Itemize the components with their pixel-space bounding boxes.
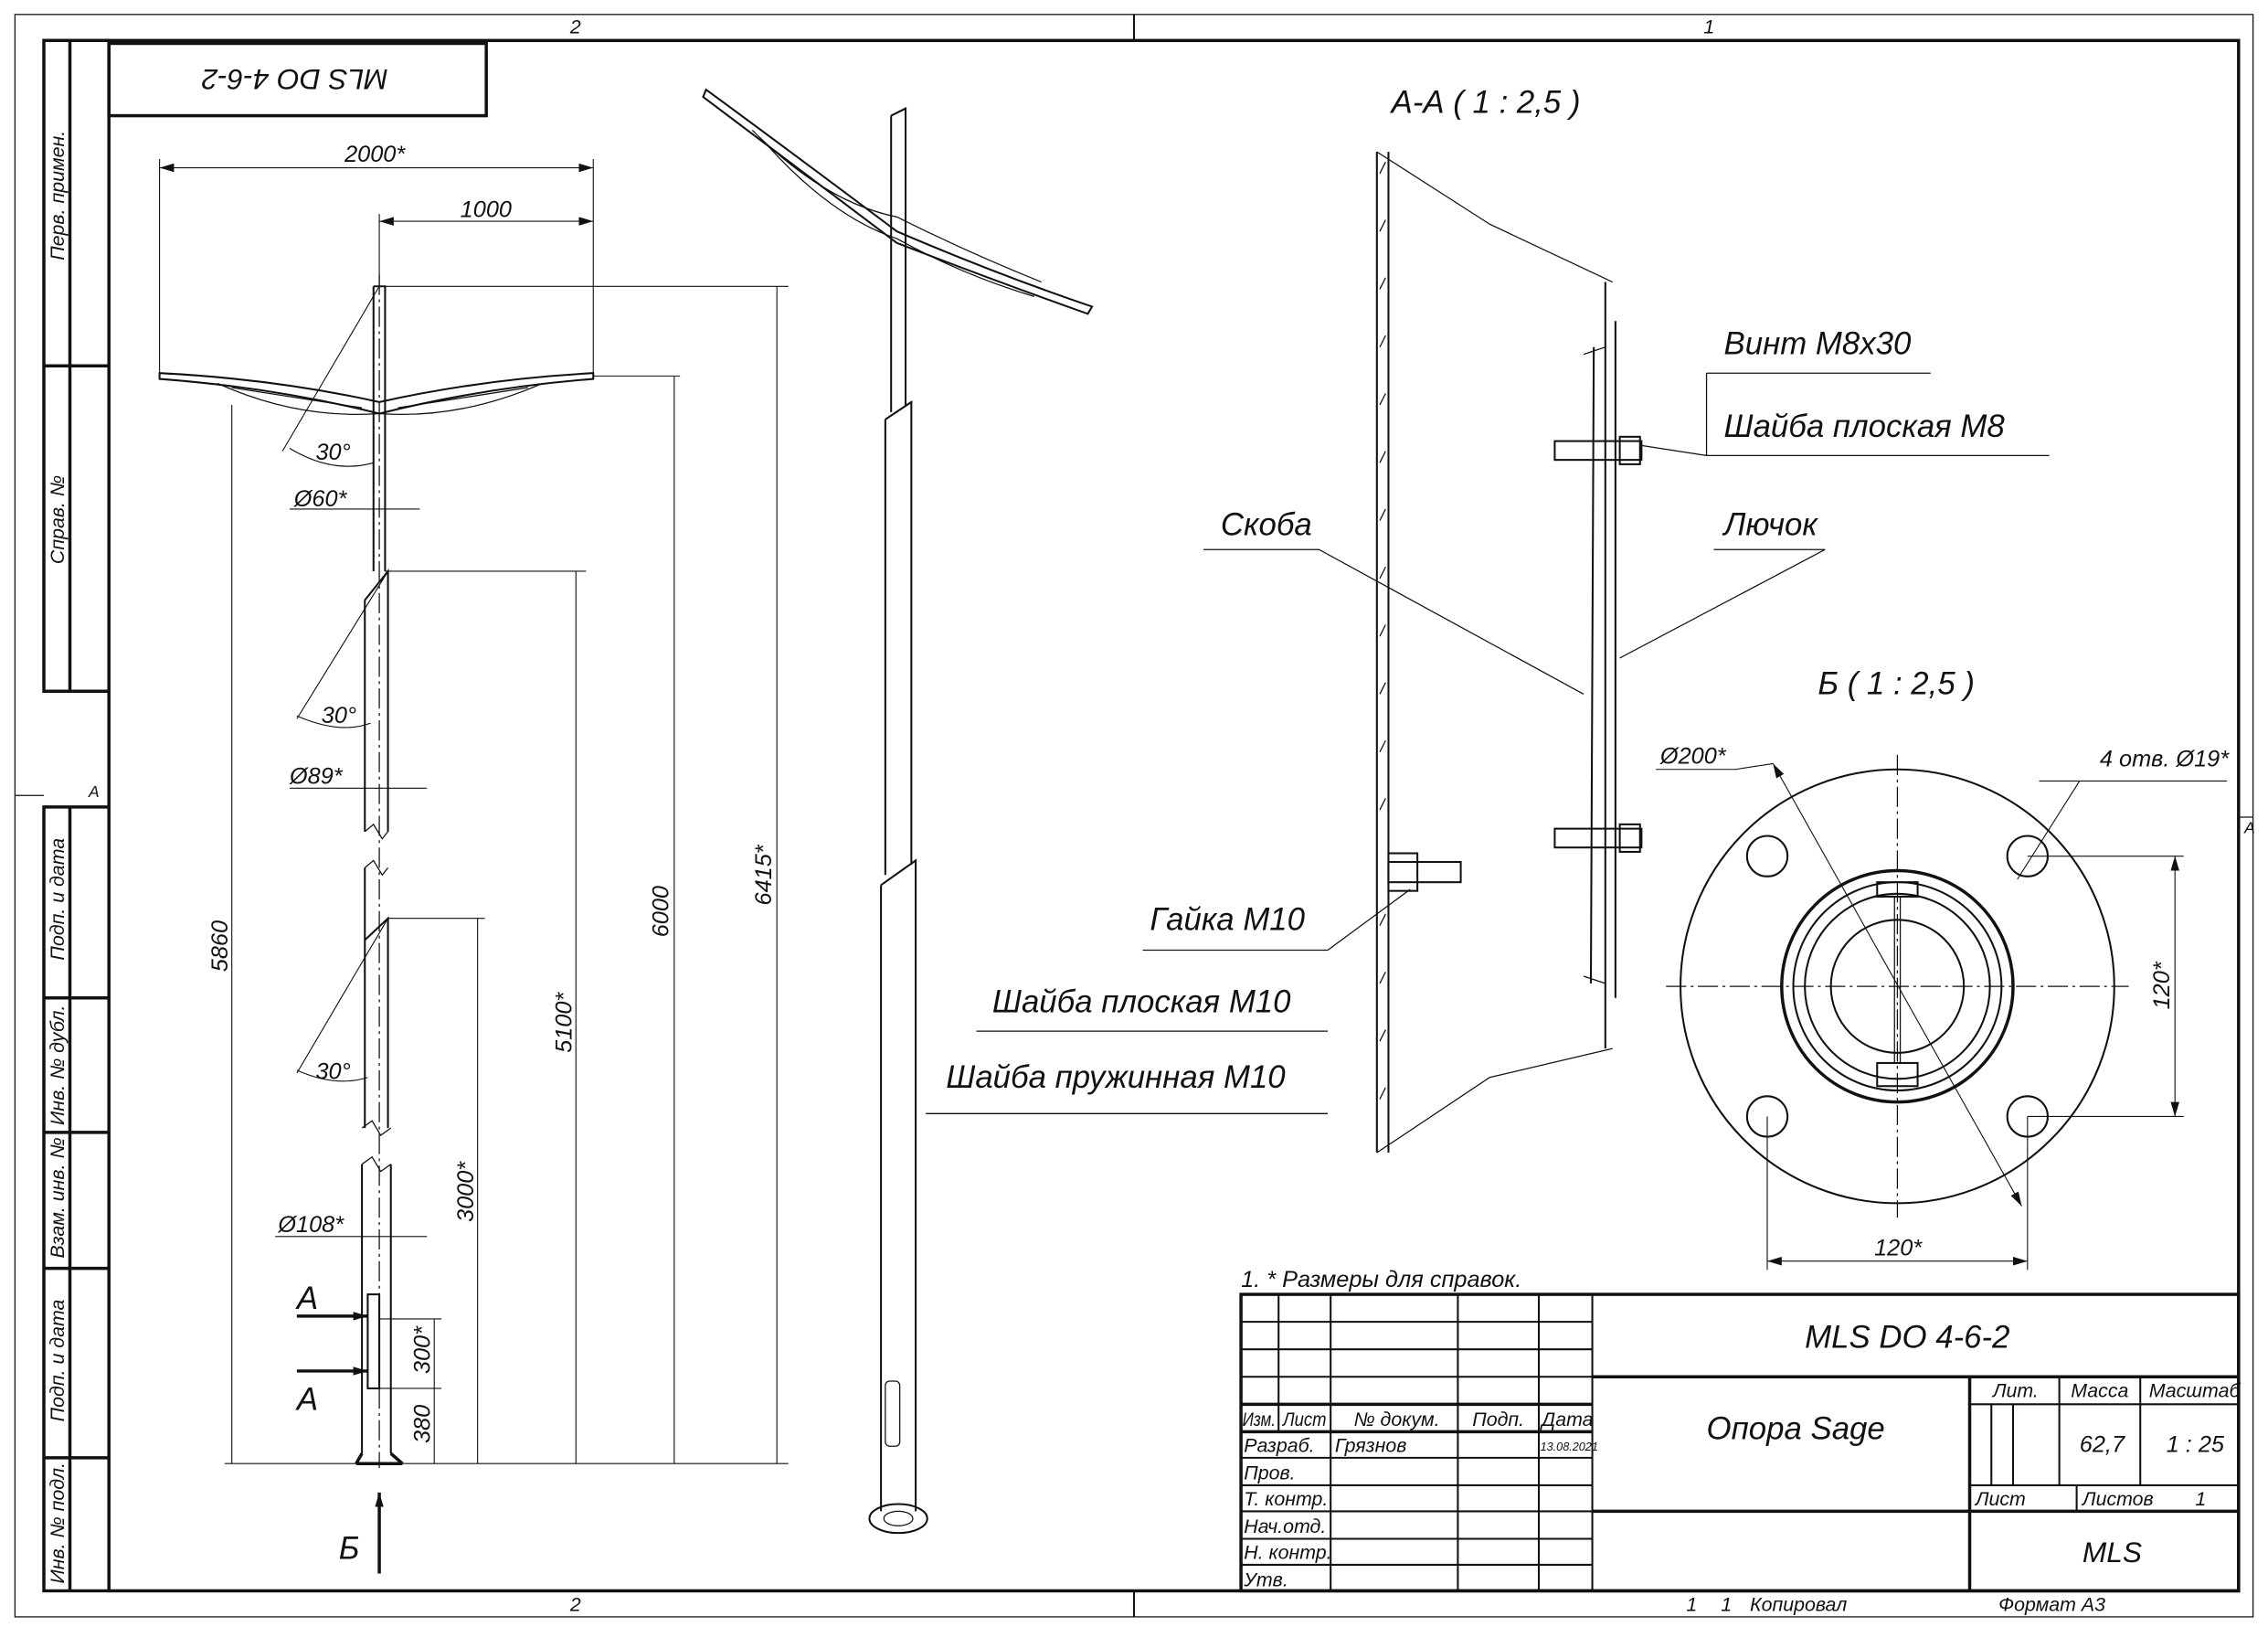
dim-d60: Ø60* [293,486,348,512]
section-aa-leaders [926,372,2050,1114]
tb-role-tcontr: Т. контр. [1244,1488,1328,1510]
tb-role-ncontr: Н. контр. [1244,1542,1331,1564]
title-block [1239,1292,2241,1593]
tb-developer: Грязнов [1335,1435,1406,1457]
tb-header-date: Дата [1540,1409,1593,1430]
tb-date: 13.08.2021 [1541,1441,1598,1453]
strip-label-inv-podl: Инв. № подл. [47,1462,69,1584]
tb-role-check: Пров. [1244,1462,1295,1484]
tb-sheets: 1 [2195,1488,2206,1510]
side-strip [42,38,110,1593]
callout-washer-m8: Шайба плоская М8 [1724,409,2006,444]
strip-label-podp2: Подп. и дата [47,1299,69,1421]
tb-mass-label: Масса [2071,1379,2128,1401]
footer-copied: Копировал [1750,1594,1847,1616]
tb-role-approve: Утв. [1243,1569,1288,1591]
dim-2000: 2000* [344,142,406,167]
tb-lit-label: Лит. [1991,1379,2039,1401]
dim-120-vertical: 120* [2149,961,2175,1009]
section-mark-a-bottom: А [295,1382,318,1418]
dim-6000: 6000 [649,886,674,937]
footer-format: Формат А3 [1998,1594,2105,1616]
section-aa-drawing [1375,151,1643,1154]
rotated-designation: MLS DO 4-6-2 [201,63,387,96]
tb-scale: 1 : 25 [2167,1432,2225,1458]
strip-label-sprav: Справ. № [47,475,69,564]
footer-num: 1 [1721,1594,1732,1616]
strip-label-perv: Перв. примен. [47,131,69,261]
zone-top-1: 1 [1703,16,1714,37]
strip-label-vzam: Взам. инв. № [47,1137,69,1258]
pole-elevation [158,159,789,1574]
tb-header-list: Лист [1281,1409,1326,1430]
dim-3000: 3000* [453,1161,479,1222]
tb-mass: 62,7 [2080,1432,2125,1458]
pole-3d-view [702,88,1094,1535]
dim-5100: 5100* [552,992,578,1053]
zone-bottom-1: 1 [1686,1594,1697,1616]
callout-bracket: Скоба [1221,506,1312,542]
dim-d200: Ø200* [1659,743,1727,769]
callout-nut: Гайка М10 [1150,901,1305,937]
tb-org: MLS [2083,1536,2142,1569]
dim-1000: 1000 [461,197,512,222]
tb-header-izm: Изм. [1243,1409,1276,1430]
dim-300: 300* [409,1325,435,1374]
main-frame [107,38,2241,1593]
tb-role-dev: Разраб. [1244,1435,1314,1457]
zone-bottom-2: 2 [569,1594,581,1616]
tb-header-sign: Подп. [1472,1409,1524,1430]
outer-frame [14,14,2254,1618]
tb-role-head: Нач.отд. [1244,1515,1326,1537]
dim-angle-top: 30° [315,440,350,465]
dim-angle-mid: 30° [322,703,356,728]
note-1: 1. * Размеры для справок. [1241,1267,1521,1292]
section-aa-title: А-А ( 1 : 2,5 ) [1390,84,1581,120]
view-mark-b: Б [339,1531,360,1567]
callout-screw: Винт М8х30 [1724,326,1912,362]
callout-washer-m10: Шайба плоская М10 [992,984,1291,1020]
tb-designation: MLS DO 4-6-2 [1805,1320,2009,1356]
dim-5860: 5860 [207,920,233,972]
tb-scale-label: Масштаб [2149,1379,2242,1401]
dim-angle-low: 30° [315,1058,350,1084]
zone-right-a: A [2243,818,2255,836]
view-b-drawing [1656,754,2228,1271]
callout-spring-washer: Шайба пружинная М10 [946,1059,1286,1095]
dim-380: 380 [409,1405,435,1443]
rotated-designation-box [107,41,488,118]
strip-label-podp1: Подп. и дата [47,838,69,961]
section-mark-a-top: А [295,1281,318,1316]
dim-holes: 4 отв. Ø19* [2100,747,2230,772]
dim-120-horizontal: 120* [1874,1235,1923,1260]
strip-label-inv-dubl: Инв. № дубл. [47,1005,69,1125]
callout-hatch: Лючок [1722,506,1819,542]
tb-sheet-label: Лист [1974,1488,2026,1510]
tb-sheets-label: Листов [2081,1488,2154,1510]
dim-d89: Ø89* [289,764,344,790]
view-b-title: Б ( 1 : 2,5 ) [1818,665,1975,701]
zone-top-2: 2 [569,16,581,37]
dim-6415: 6415* [751,844,777,905]
tb-name: Опора Sage [1707,1410,1885,1446]
zone-left-a: A [88,782,100,801]
dim-d108: Ø108* [277,1212,344,1238]
tb-header-doc: № докум. [1353,1409,1439,1430]
